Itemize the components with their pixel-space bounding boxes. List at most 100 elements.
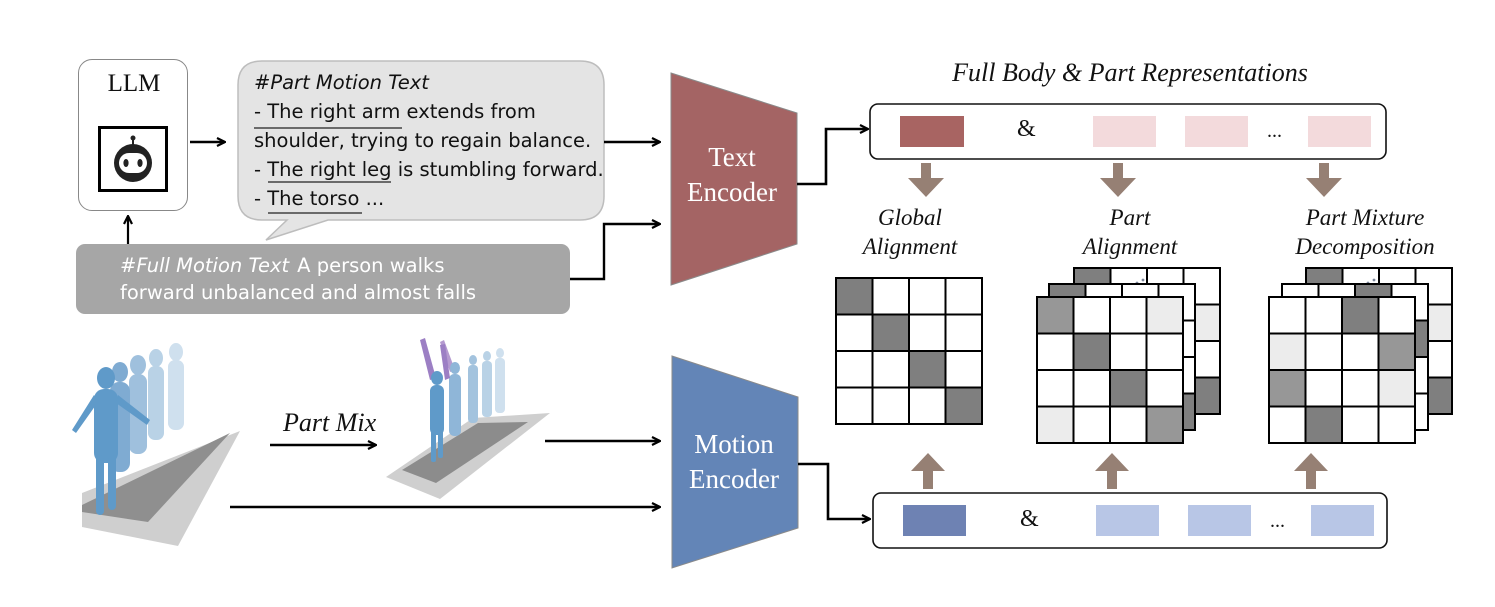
- matrix-cell: [1377, 369, 1416, 408]
- text-encoder-shape: [670, 72, 798, 286]
- matrix-cell: [1341, 296, 1380, 335]
- down-arrow-part: [1100, 163, 1136, 197]
- up-arrow-part: [1095, 453, 1129, 489]
- matrix-cell: [1268, 296, 1307, 335]
- llm-title: LLM: [107, 70, 161, 97]
- text-encoder-label: Text Encoder: [672, 140, 792, 210]
- matrix-cell: [835, 386, 874, 425]
- part-mixture-decomposition-label: Part Mixture Decomposition: [1270, 203, 1460, 261]
- matrix-cell: [1304, 369, 1343, 408]
- llm-box: LLM: [78, 59, 188, 211]
- matrix-cell: [1377, 405, 1416, 444]
- matrix-cell: [908, 386, 947, 425]
- up-arrow-global: [911, 453, 945, 489]
- motion-figures-mixed: [420, 338, 505, 462]
- text-encoder-label-line2: Encoder: [687, 177, 777, 207]
- text-repr-amp: &: [1017, 116, 1036, 142]
- matrix-cell: [1341, 405, 1380, 444]
- part-motion-line: shoulder, trying to regain balance.: [254, 129, 592, 152]
- down-arrow-mixture: [1306, 163, 1342, 197]
- matrix-cell: [1109, 369, 1148, 408]
- motion-part-token: [1311, 505, 1374, 536]
- part-underlines: [254, 127, 402, 214]
- matrix-cell: [1268, 332, 1307, 371]
- matrix-cell: [944, 313, 983, 352]
- matrix-cell: [871, 277, 910, 316]
- matrix-cell: [908, 350, 947, 389]
- matrix-cell: [1036, 296, 1075, 335]
- text-repr-ellipsis: ...: [1267, 120, 1282, 142]
- fulltext-to-encoder-arrow: [570, 224, 660, 281]
- up-arrow-mixture: [1294, 453, 1328, 489]
- motion-encoder-label-line2: Encoder: [689, 464, 779, 494]
- text-part-token: [1093, 116, 1156, 147]
- matrix-cell: [944, 386, 983, 425]
- matrix-cell: [1341, 369, 1380, 408]
- matrix-cell: [1072, 405, 1111, 444]
- full-motion-box: [76, 244, 570, 314]
- part-motion-line: - The right leg is stumbling forward.: [254, 158, 604, 181]
- motion-repr-ellipsis: ...: [1270, 510, 1285, 532]
- motion-part-token: [1096, 505, 1159, 536]
- matrix-cell: [1072, 369, 1111, 408]
- matrix-cell: [1304, 405, 1343, 444]
- matrix-cell: [1145, 405, 1184, 444]
- matrix-cell: [871, 350, 910, 389]
- robot-icon: [98, 126, 168, 192]
- matrix-cell: [1072, 332, 1111, 371]
- matrix-cell: [908, 313, 947, 352]
- matrix-cell: [1268, 405, 1307, 444]
- matrix-cell: [1304, 296, 1343, 335]
- global-alignment-label: Global Alignment: [830, 203, 990, 261]
- matrix-cell: [835, 313, 874, 352]
- matrix-cell: [1036, 405, 1075, 444]
- part-motion-header: #Part Motion Text: [254, 71, 429, 94]
- alignment-label-line2: Decomposition: [1295, 234, 1435, 259]
- part-alignment-matrix: [1036, 296, 1184, 444]
- motion-encoder-to-repr-arrow: [798, 462, 870, 519]
- matrix-cell: [1304, 332, 1343, 371]
- part-alignment-label: Part Alignment: [1050, 203, 1210, 261]
- matrix-cell: [871, 313, 910, 352]
- matrix-cell: [835, 350, 874, 389]
- stack-ellipsis-dot: [1141, 278, 1145, 282]
- motion-full-token: [903, 505, 966, 536]
- matrix-cell: [944, 350, 983, 389]
- stack-ellipsis-dot: [1372, 278, 1376, 282]
- part-motion-line: - The right arm extends from: [254, 100, 536, 123]
- text-part-token: [1185, 116, 1248, 147]
- matrix-cell: [1145, 369, 1184, 408]
- matrix-cell: [1109, 405, 1148, 444]
- motion-repr-amp: &: [1020, 506, 1039, 532]
- full-motion-body-line1: A person walks: [297, 254, 445, 277]
- text-full-token: [900, 116, 964, 147]
- motion-part-token: [1188, 505, 1251, 536]
- matrix-cell: [1036, 369, 1075, 408]
- matrix-cell: [944, 277, 983, 316]
- part-mix-label: Part Mix: [283, 408, 377, 437]
- matrix-cell: [1341, 332, 1380, 371]
- matrix-cell: [1145, 296, 1184, 335]
- matrix-cell: [908, 277, 947, 316]
- part-mixture-decomposition-matrix: [1268, 296, 1416, 444]
- alignment-label-line2: Alignment: [1082, 234, 1178, 259]
- motion-encoder-label: Motion Encoder: [673, 427, 795, 497]
- global-alignment-matrix: [835, 277, 983, 425]
- matrix-cell: [1377, 296, 1416, 335]
- matrix-cell: [1268, 369, 1307, 408]
- similarity-matrices: [835, 267, 1453, 444]
- representations-title: Full Body & Part Representations: [952, 58, 1308, 87]
- matrix-cell: [871, 386, 910, 425]
- alignment-label-line2: Alignment: [862, 234, 958, 259]
- part-motion-line: - The torso ...: [254, 187, 385, 210]
- alignment-label-line1: Part Mixture: [1305, 205, 1425, 230]
- platform-original-inner: [82, 433, 230, 522]
- down-arrow-global: [908, 163, 944, 197]
- matrix-cell: [1145, 332, 1184, 371]
- text-encoder-label-line1: Text: [708, 142, 756, 172]
- alignment-label-line1: Part: [1109, 205, 1151, 230]
- motion-encoder-label-line1: Motion: [694, 429, 774, 459]
- matrix-cell: [1072, 296, 1111, 335]
- matrix-cell: [1036, 332, 1075, 371]
